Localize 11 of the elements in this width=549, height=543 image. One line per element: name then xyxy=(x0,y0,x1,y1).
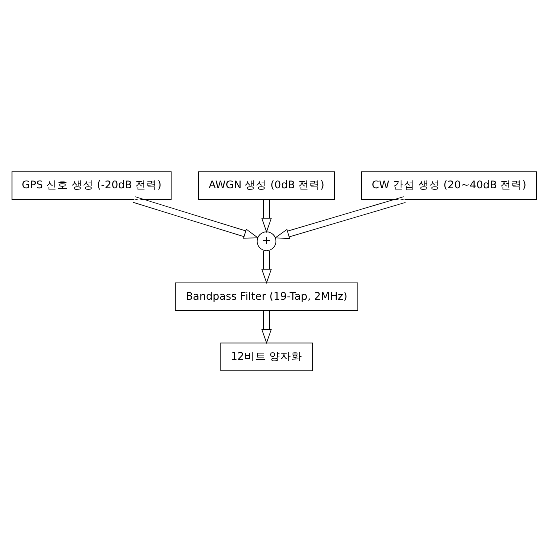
arrow xyxy=(274,196,406,240)
node-box: AWGN 생성 (0dB 전력) xyxy=(198,172,336,200)
node-circle: + xyxy=(257,232,277,252)
node-box: Bandpass Filter (19-Tap, 2MHz) xyxy=(175,282,358,312)
arrow xyxy=(262,310,272,344)
node-box: CW 간섭 생성 (20~40dB 전력) xyxy=(361,172,538,200)
arrow xyxy=(133,196,260,239)
arrow xyxy=(262,200,272,234)
arrow xyxy=(262,250,272,284)
node-box: 12비트 양자화 xyxy=(220,342,313,372)
node-box: GPS 신호 생성 (-20dB 전력) xyxy=(12,172,172,200)
